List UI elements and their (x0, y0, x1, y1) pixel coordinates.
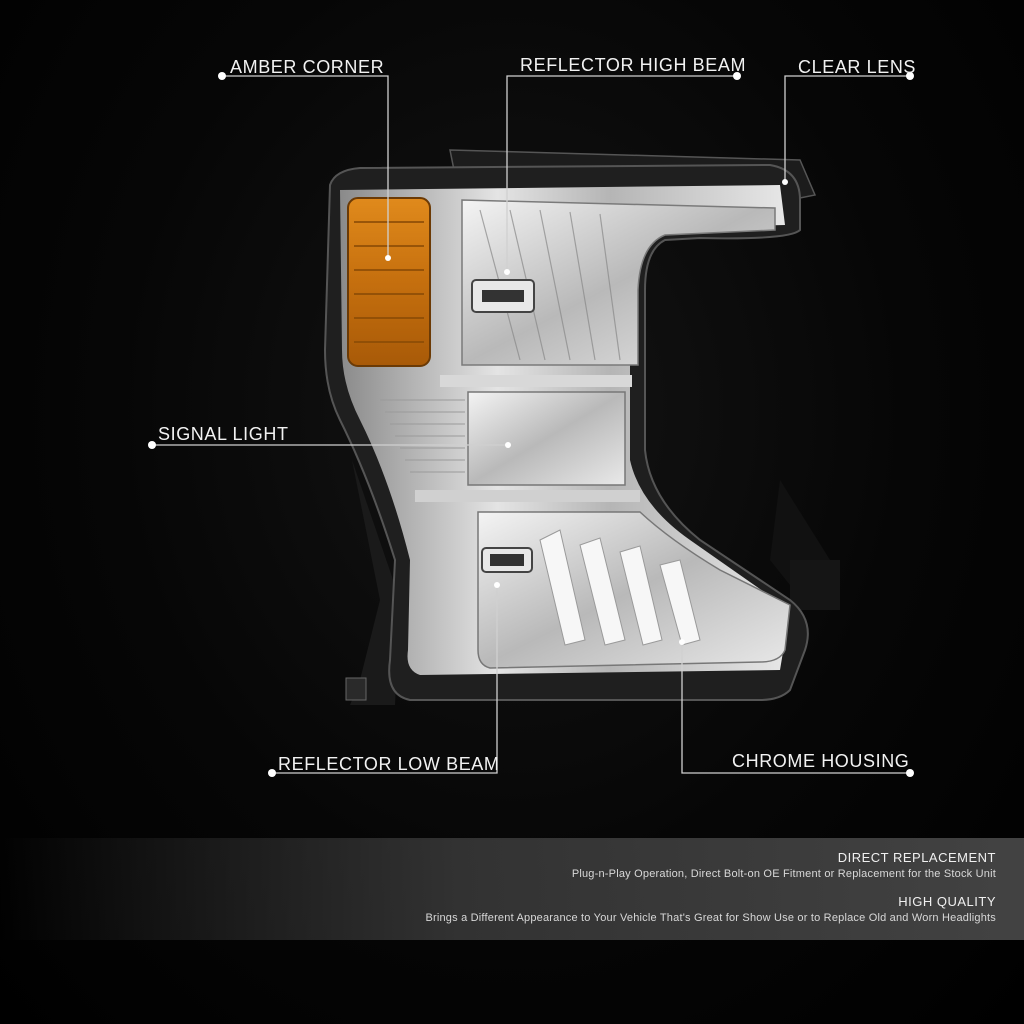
mount-tab (345, 677, 367, 701)
feature-title: DIRECT REPLACEMENT (837, 850, 996, 865)
feature-info-band: DIRECT REPLACEMENT Plug-n-Play Operation… (0, 838, 1024, 940)
amber-corner-lens (347, 197, 431, 367)
feature-direct-replacement: DIRECT REPLACEMENT Plug-n-Play Operation… (572, 850, 996, 880)
feature-text: Plug-n-Play Operation, Direct Bolt-on OE… (571, 868, 996, 880)
high-beam-reflector (461, 199, 776, 366)
low-beam-reflector (477, 511, 791, 669)
callout-reflector-high-beam: REFLECTOR HIGH BEAM (520, 55, 747, 75)
callout-clear-lens: CLEAR LENS (798, 57, 917, 77)
callout-signal-light: SIGNAL LIGHT (158, 424, 289, 444)
feature-text: Brings a Different Appearance to Your Ve… (425, 912, 996, 924)
signal-light-lens (380, 375, 640, 502)
feature-high-quality: HIGH QUALITY Brings a Different Appearan… (425, 894, 996, 924)
callout-amber-corner: AMBER CORNER (230, 57, 385, 77)
callout-chrome-housing: CHROME HOUSING (732, 751, 910, 771)
callout-reflector-low-beam: REFLECTOR LOW BEAM (278, 754, 500, 774)
feature-title: HIGH QUALITY (898, 894, 996, 909)
